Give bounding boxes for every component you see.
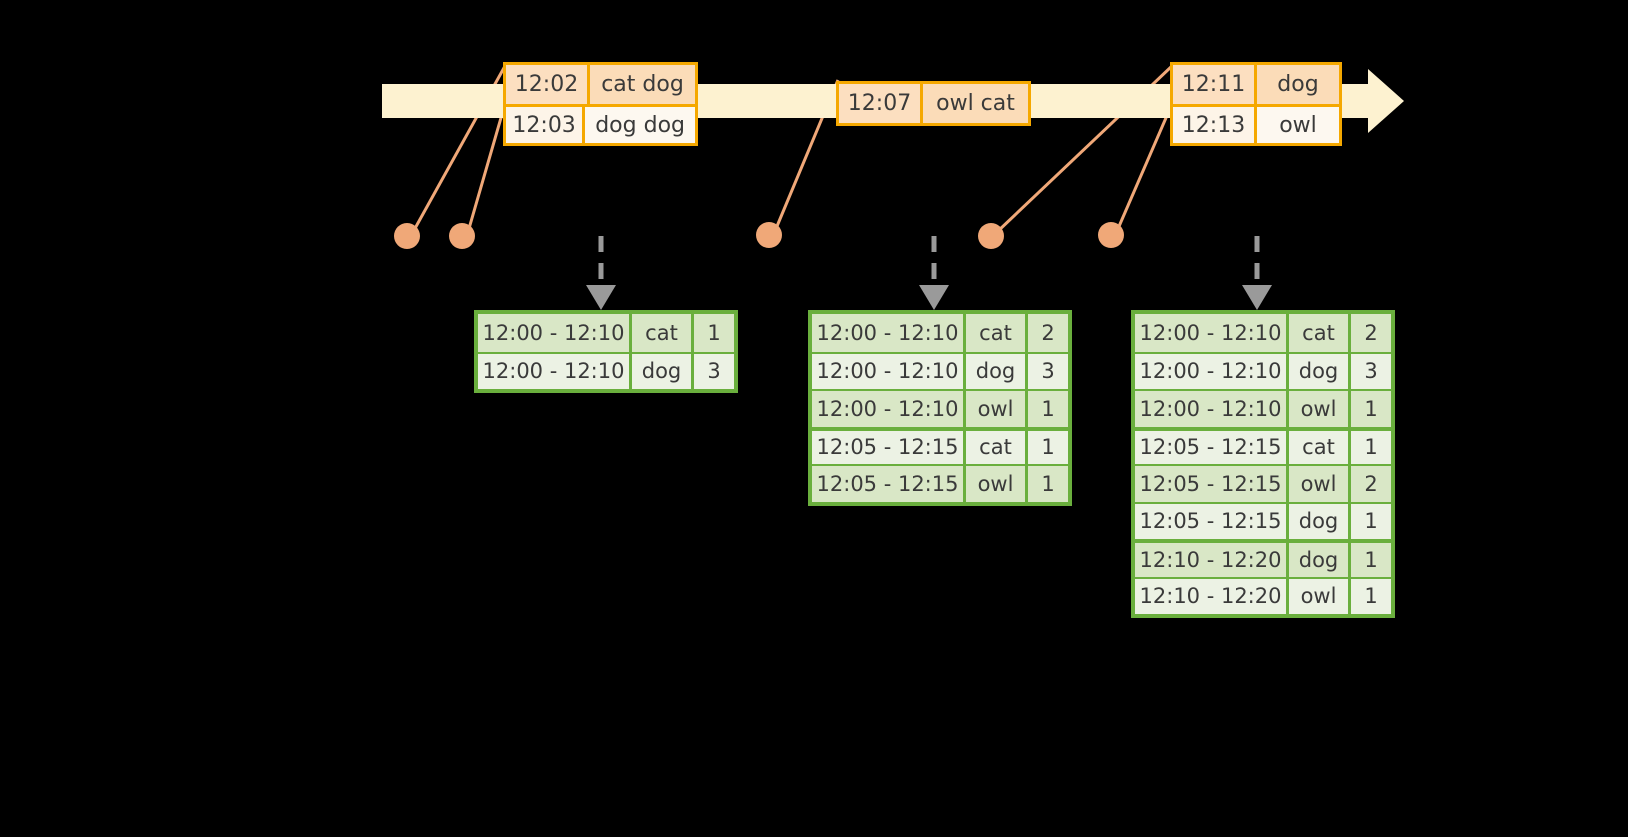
cell-count: 1: [1028, 430, 1068, 464]
cell-count: 2: [1028, 314, 1068, 352]
table-row[interactable]: 12:10 - 12:20 owl 1: [1135, 576, 1391, 614]
cell-key: cat: [966, 314, 1028, 352]
event-time: 12:13: [1173, 107, 1257, 143]
cell-key: cat: [1289, 314, 1351, 352]
event-time: 12:02: [506, 65, 590, 104]
cell-count: 1: [1351, 503, 1391, 539]
flow-arrow-heads: [586, 285, 1272, 310]
cell-key: dog: [966, 353, 1028, 389]
leader-line-2: [466, 103, 507, 233]
cell-window: 12:05 - 12:15: [1135, 466, 1289, 502]
event-time: 12:11: [1173, 65, 1257, 104]
event-payload: owl cat: [923, 84, 1028, 123]
leader-line-5: [1115, 103, 1174, 232]
cell-count: 3: [1351, 353, 1391, 389]
result-table-1[interactable]: 12:00 - 12:10 cat 1 12:00 - 12:10 dog 3: [474, 310, 738, 393]
cell-key: dog: [1289, 353, 1351, 389]
event-time: 12:07: [839, 84, 923, 123]
cell-window: 12:10 - 12:20: [1135, 578, 1289, 614]
cell-window: 12:00 - 12:10: [812, 391, 966, 427]
event-group-3[interactable]: 12:11 dog 12:13 owl: [1170, 62, 1342, 146]
cell-key: dog: [1289, 543, 1351, 577]
table-row[interactable]: 12:00 - 12:10 cat 2: [1135, 314, 1391, 352]
cell-window: 12:00 - 12:10: [478, 353, 632, 389]
cell-window: 12:05 - 12:15: [1135, 503, 1289, 539]
table-row[interactable]: 12:00 - 12:10 owl 1: [1135, 389, 1391, 427]
event-payload: dog dog: [585, 107, 695, 143]
event-dot-1[interactable]: [394, 223, 420, 249]
cell-count: 1: [694, 314, 734, 352]
cell-window: 12:00 - 12:10: [1135, 353, 1289, 389]
flow-arrow-head-2: [919, 285, 949, 310]
result-table-2[interactable]: 12:00 - 12:10 cat 2 12:00 - 12:10 dog 3 …: [808, 310, 1072, 506]
cell-window: 12:00 - 12:10: [478, 314, 632, 352]
cell-window: 12:05 - 12:15: [1135, 430, 1289, 464]
cell-key: owl: [1289, 466, 1351, 502]
event-row[interactable]: 12:13 owl: [1173, 104, 1339, 143]
cell-count: 1: [1351, 578, 1391, 614]
cell-key: cat: [966, 430, 1028, 464]
cell-count: 3: [694, 353, 734, 389]
flow-arrow-shafts: [598, 236, 1260, 288]
cell-window: 12:10 - 12:20: [1135, 543, 1289, 577]
result-table-3[interactable]: 12:00 - 12:10 cat 2 12:00 - 12:10 dog 3 …: [1131, 310, 1395, 618]
table-row[interactable]: 12:05 - 12:15 cat 1: [812, 426, 1068, 464]
cell-key: owl: [1289, 578, 1351, 614]
cell-count: 2: [1351, 314, 1391, 352]
cell-key: cat: [632, 314, 694, 352]
table-row[interactable]: 12:05 - 12:15 dog 1: [1135, 501, 1391, 539]
cell-window: 12:05 - 12:15: [812, 466, 966, 502]
flow-arrow-head-1: [586, 285, 616, 310]
cell-window: 12:05 - 12:15: [812, 430, 966, 464]
event-row[interactable]: 12:11 dog: [1173, 65, 1339, 104]
cell-count: 1: [1028, 391, 1068, 427]
event-row[interactable]: 12:07 owl cat: [839, 84, 1028, 123]
cell-key: owl: [1289, 391, 1351, 427]
table-row[interactable]: 12:05 - 12:15 owl 1: [812, 464, 1068, 502]
cell-count: 1: [1028, 466, 1068, 502]
cell-window: 12:00 - 12:10: [1135, 391, 1289, 427]
cell-key: cat: [1289, 430, 1351, 464]
table-row[interactable]: 12:00 - 12:10 cat 2: [812, 314, 1068, 352]
flow-arrow-head-3: [1242, 285, 1272, 310]
cell-count: 3: [1028, 353, 1068, 389]
event-row[interactable]: 12:02 cat dog: [506, 65, 695, 104]
table-row[interactable]: 12:00 - 12:10 cat 1: [478, 314, 734, 352]
event-row[interactable]: 12:03 dog dog: [506, 104, 695, 143]
cell-count: 1: [1351, 391, 1391, 427]
cell-window: 12:00 - 12:10: [1135, 314, 1289, 352]
table-row[interactable]: 12:10 - 12:20 dog 1: [1135, 539, 1391, 577]
cell-count: 1: [1351, 430, 1391, 464]
event-group-1[interactable]: 12:02 cat dog 12:03 dog dog: [503, 62, 698, 146]
event-dot-4[interactable]: [978, 223, 1004, 249]
event-payload: cat dog: [590, 65, 695, 104]
timeline-arrowhead: [1368, 69, 1404, 133]
event-payload: owl: [1257, 107, 1339, 143]
table-row[interactable]: 12:00 - 12:10 dog 3: [812, 351, 1068, 389]
cell-window: 12:00 - 12:10: [812, 314, 966, 352]
cell-window: 12:00 - 12:10: [812, 353, 966, 389]
event-dot-2[interactable]: [449, 223, 475, 249]
cell-key: dog: [632, 353, 694, 389]
table-row[interactable]: 12:00 - 12:10 owl 1: [812, 389, 1068, 427]
cell-count: 2: [1351, 466, 1391, 502]
cell-count: 1: [1351, 543, 1391, 577]
event-time: 12:03: [506, 107, 586, 143]
table-row[interactable]: 12:05 - 12:15 cat 1: [1135, 426, 1391, 464]
event-dot-3[interactable]: [756, 222, 782, 248]
event-dot-5[interactable]: [1098, 222, 1124, 248]
cell-key: owl: [966, 466, 1028, 502]
event-group-2[interactable]: 12:07 owl cat: [836, 81, 1031, 126]
event-payload: dog: [1257, 65, 1339, 104]
cell-key: dog: [1289, 503, 1351, 539]
cell-key: owl: [966, 391, 1028, 427]
table-row[interactable]: 12:05 - 12:15 owl 2: [1135, 464, 1391, 502]
table-row[interactable]: 12:00 - 12:10 dog 3: [1135, 351, 1391, 389]
table-row[interactable]: 12:00 - 12:10 dog 3: [478, 351, 734, 389]
